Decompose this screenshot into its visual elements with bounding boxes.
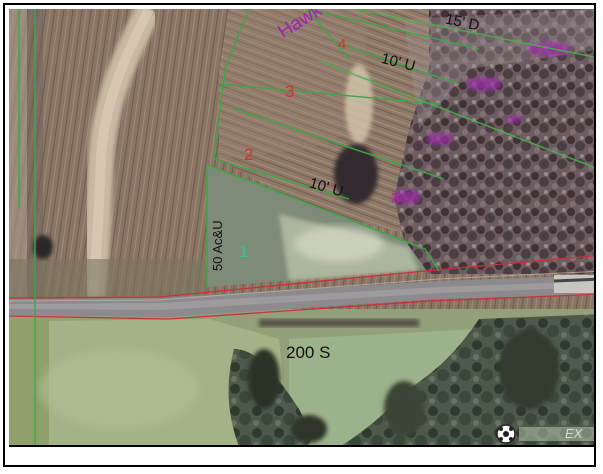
map-frame: Hawk C 4 15' D 10' U 3 2 10' U 3 50 Ac&U… — [3, 3, 596, 467]
acreage-label: 50 Ac&U — [210, 220, 225, 271]
lot-number-1: 1 — [239, 242, 249, 261]
lot-number-partial: 3 — [391, 190, 400, 207]
aerial-imagery — [9, 9, 594, 445]
watermark: EX — [565, 426, 583, 441]
lot-number-4: 4 — [338, 36, 347, 53]
lot-number-2: 2 — [244, 145, 254, 164]
aerial-map[interactable]: Hawk C 4 15' D 10' U 3 2 10' U 3 50 Ac&U… — [9, 9, 594, 447]
lot-number-3: 3 — [285, 82, 295, 101]
street-label-200s: 200 S — [286, 343, 331, 362]
compass-icon — [496, 424, 516, 444]
